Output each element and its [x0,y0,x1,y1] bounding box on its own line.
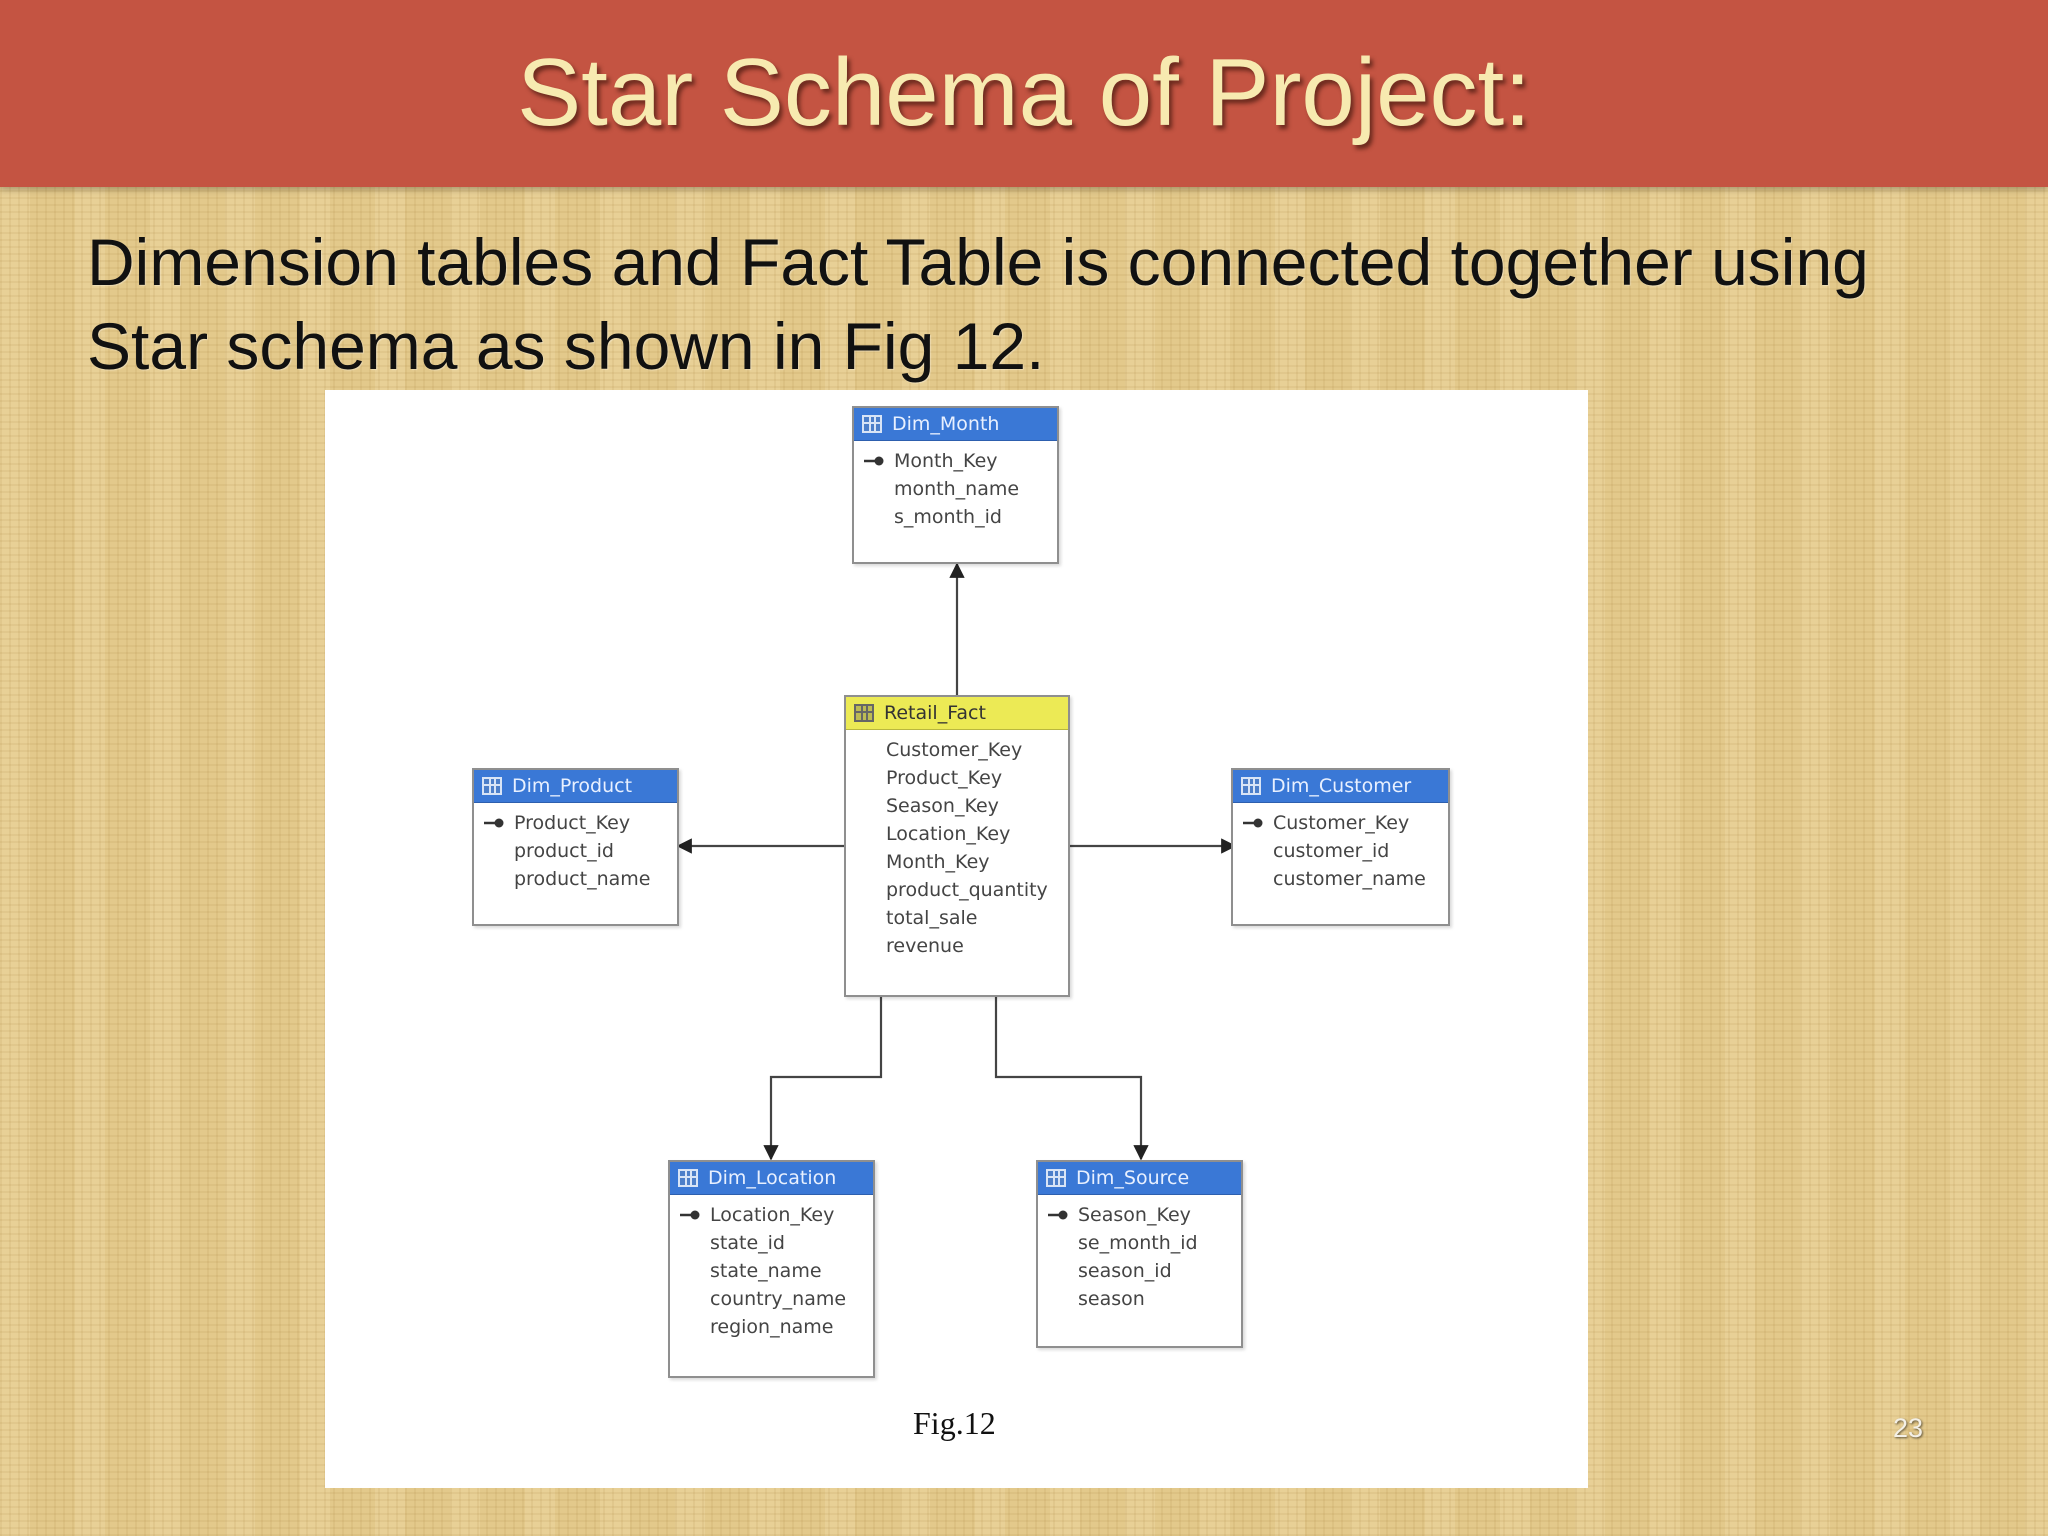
dim-source-table[interactable]: Dim_Source Season_Key se_month_id season… [1036,1160,1243,1348]
field-name: Customer_Key [1273,812,1410,834]
field-name: total_sale [886,907,978,929]
field-row: product_quantity [846,876,1068,904]
primary-key-icon [484,818,504,828]
connector-fact-to-source [994,996,1149,1161]
field-row: Season_Key [846,792,1068,820]
figure-caption: Fig.12 [913,1405,996,1441]
primary-key-icon [864,456,884,466]
field-row: customer_id [1233,837,1448,865]
field-name: Customer_Key [886,739,1023,761]
field-name: Month_Key [886,851,990,873]
dim-product-name: Dim_Product [512,775,633,797]
field-row: Product_Key [474,809,677,837]
field-row: region_name [670,1313,873,1341]
field-row: Product_Key [846,764,1068,792]
dim-location-name: Dim_Location [708,1167,837,1189]
dim-month-header: Dim_Month [854,408,1057,441]
slide-title: Star Schema of Project: [517,39,1531,146]
dim-customer-table[interactable]: Dim_Customer Customer_Key customer_id cu… [1231,768,1450,926]
field-row: Season_Key [1038,1201,1241,1229]
primary-key-icon [680,1210,700,1220]
field-row: product_name [474,865,677,893]
field-row: total_sale [846,904,1068,932]
field-name: state_id [710,1232,785,1254]
table-icon [678,1169,698,1187]
field-name: product_quantity [886,879,1048,901]
field-row: Location_Key [846,820,1068,848]
dim-month-name: Dim_Month [892,413,1000,435]
dim-customer-header: Dim_Customer [1233,770,1448,803]
field-row: revenue [846,932,1068,960]
field-row: Location_Key [670,1201,873,1229]
field-name: Product_Key [514,812,631,834]
field-row: Month_Key [854,447,1057,475]
title-bar: Star Schema of Project: [0,0,2048,187]
field-name: s_month_id [894,506,1002,528]
table-icon [1046,1169,1066,1187]
field-name: region_name [710,1316,834,1338]
dim-customer-name: Dim_Customer [1271,775,1412,797]
field-name: Product_Key [886,767,1003,789]
dim-month-table[interactable]: Dim_Month Month_Key month_name s_month_i… [852,406,1059,564]
connector-fact-to-location [763,996,883,1161]
field-name: customer_id [1273,840,1390,862]
dim-product-header: Dim_Product [474,770,677,803]
dim-product-table[interactable]: Dim_Product Product_Key product_id produ… [472,768,679,926]
field-row: Customer_Key [1233,809,1448,837]
field-row: s_month_id [854,503,1057,531]
field-name: se_month_id [1078,1232,1198,1254]
field-row: month_name [854,475,1057,503]
field-name: month_name [894,478,1020,500]
slide-body-text: Dimension tables and Fact Table is conne… [87,225,1869,383]
table-icon [482,777,502,795]
field-row: Customer_Key [846,736,1068,764]
field-row: season [1038,1285,1241,1313]
field-row: customer_name [1233,865,1448,893]
table-icon [854,704,874,722]
dim-source-header: Dim_Source [1038,1162,1241,1195]
field-name: Location_Key [886,823,1011,845]
retail-fact-header: Retail_Fact [846,697,1068,730]
field-name: season_id [1078,1260,1172,1282]
field-row: se_month_id [1038,1229,1241,1257]
field-row: Month_Key [846,848,1068,876]
field-row: state_name [670,1257,873,1285]
table-icon [862,415,882,433]
field-name: country_name [710,1288,847,1310]
dim-source-name: Dim_Source [1076,1167,1190,1189]
field-row: state_id [670,1229,873,1257]
field-row: product_id [474,837,677,865]
field-name: customer_name [1273,868,1426,890]
field-name: product_id [514,840,614,862]
field-name: Month_Key [894,450,998,472]
retail-fact-name: Retail_Fact [884,702,986,724]
primary-key-icon [1048,1210,1068,1220]
field-name: Location_Key [710,1204,835,1226]
primary-key-icon [1243,818,1263,828]
dim-location-table[interactable]: Dim_Location Location_Key state_id state… [668,1160,875,1378]
star-schema-figure: Dim_Month Month_Key month_name s_month_i… [325,390,1588,1488]
field-name: Season_Key [886,795,999,817]
field-name: state_name [710,1260,822,1282]
field-name: revenue [886,935,964,957]
field-row: country_name [670,1285,873,1313]
relationship-connectors [676,562,1237,1161]
page-number: 23 [1893,1413,1924,1443]
field-name: product_name [514,868,651,890]
field-name: Season_Key [1078,1204,1191,1226]
dim-location-header: Dim_Location [670,1162,873,1195]
table-icon [1241,777,1261,795]
retail-fact-table[interactable]: Retail_Fact Customer_Key Product_Key Sea… [844,695,1070,997]
field-row: season_id [1038,1257,1241,1285]
field-name: season [1078,1288,1145,1310]
